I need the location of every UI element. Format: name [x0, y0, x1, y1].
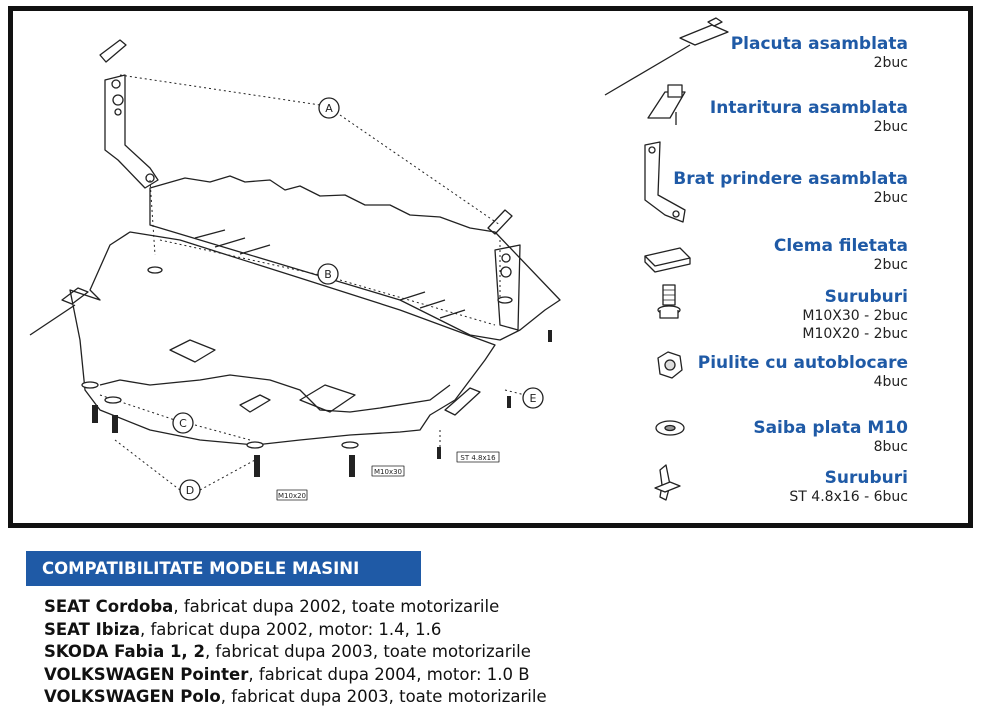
skid-plate-exploded-diagram: A B C D E M10x20 M10x30 ST 4.8x16 — [29, 17, 729, 501]
callout-c: C — [179, 417, 187, 430]
model-name: VOLKSWAGEN Pointer — [44, 664, 249, 684]
model-details: , fabricat dupa 2002, toate motorizarile — [173, 597, 500, 616]
part-qty: ST 4.8x16 - 6buc — [789, 489, 908, 505]
part-name: Intaritura asamblata — [709, 98, 908, 118]
part-label-suruburi-st: Suruburi ST 4.8x16 - 6buc — [789, 468, 908, 506]
part-label-piulite: Piulite cu autoblocare 4buc — [698, 353, 908, 391]
part-qty: 8buc — [873, 439, 908, 455]
part-name: Placuta asamblata — [730, 34, 908, 54]
part-qty: 4buc — [873, 374, 908, 390]
model-details: , fabricat dupa 2002, motor: 1.4, 1.6 — [140, 619, 442, 639]
list-item: SKODA Fabia 1, 2, fabricat dupa 2003, to… — [44, 641, 547, 664]
part-name: Suruburi — [824, 468, 908, 488]
lock-nut-icon — [657, 351, 683, 379]
list-item: SEAT Ibiza, fabricat dupa 2002, motor: 1… — [44, 619, 547, 642]
part-qty-secondary: M10X20 - 2buc — [802, 326, 908, 342]
part-label-brat: Brat prindere asamblata 2buc — [673, 169, 908, 207]
callout-circles — [172, 97, 544, 501]
part-label-saiba: Saiba plata M10 8buc — [753, 418, 908, 456]
model-name: SEAT Ibiza — [44, 619, 140, 639]
left-upper-bracket — [99, 39, 159, 189]
plate-with-rod-icon — [604, 17, 729, 96]
part-label-clema: Clema filetata 2buc — [774, 236, 908, 274]
callout-a: A — [325, 102, 333, 115]
list-item: VOLKSWAGEN Pointer, fabricat dupa 2004, … — [44, 664, 547, 687]
model-details: , fabricat dupa 2003, toate motorizarile — [204, 642, 531, 662]
threaded-clip-icon — [644, 247, 691, 273]
part-qty: 2buc — [873, 190, 908, 206]
callout-e: E — [530, 392, 537, 405]
rear-slotted-plate — [149, 175, 561, 341]
part-label-intaritura: Intaritura asamblata 2buc — [710, 98, 908, 136]
part-qty: 2buc — [873, 55, 908, 71]
bracket-arm-icon — [644, 141, 686, 223]
model-list: SEAT Cordoba, fabricat dupa 2002, toate … — [44, 596, 547, 709]
part-label-placuta: Placuta asamblata 2buc — [731, 34, 908, 72]
tag-m10x20: M10x20 — [278, 492, 306, 500]
compat-title: COMPATIBILITATE MODELE MASINI — [26, 551, 421, 586]
diagram-fasteners — [81, 266, 513, 449]
part-label-suruburi-m10: Suruburi M10X30 - 2buc M10X20 - 2buc — [802, 287, 908, 343]
bolt-icon — [657, 284, 681, 319]
washer-icon — [655, 420, 685, 436]
tag-st48x16: ST 4.8x16 — [460, 454, 496, 462]
callout-d: D — [186, 484, 194, 497]
reinforcement-icon — [647, 84, 686, 125]
model-name: SEAT Cordoba — [44, 597, 174, 616]
part-name: Piulite cu autoblocare — [697, 353, 908, 373]
diagram-bolts — [92, 330, 552, 477]
part-name: Brat prindere asamblata — [673, 169, 908, 189]
part-name: Clema filetata — [773, 236, 908, 256]
bolt-tags — [276, 451, 500, 501]
self-tapping-screw-icon — [654, 464, 681, 501]
right-upper-bracket — [487, 209, 521, 331]
tag-m10x30: M10x30 — [374, 468, 402, 476]
model-name: SKODA Fabia 1, 2 — [44, 642, 205, 662]
model-details: , fabricat dupa 2004, motor: 1.0 B — [248, 664, 530, 684]
list-item: SEAT Cordoba, fabricat dupa 2002, toate … — [44, 596, 547, 619]
callout-b: B — [324, 268, 332, 281]
main-skid-plate — [69, 231, 496, 446]
part-qty: 2buc — [873, 119, 908, 135]
left-front-mount — [29, 287, 89, 336]
list-item: VOLKSWAGEN Polo, fabricat dupa 2003, toa… — [44, 686, 547, 709]
diagram-frame — [8, 6, 973, 528]
part-name: Suruburi — [824, 287, 908, 307]
model-details: , fabricat dupa 2003, toate motorizarile — [220, 687, 547, 707]
part-qty: 2buc — [873, 257, 908, 273]
model-name: VOLKSWAGEN Polo — [44, 687, 221, 707]
part-name: Saiba plata M10 — [753, 418, 908, 438]
part-qty: M10X30 - 2buc — [802, 308, 908, 324]
